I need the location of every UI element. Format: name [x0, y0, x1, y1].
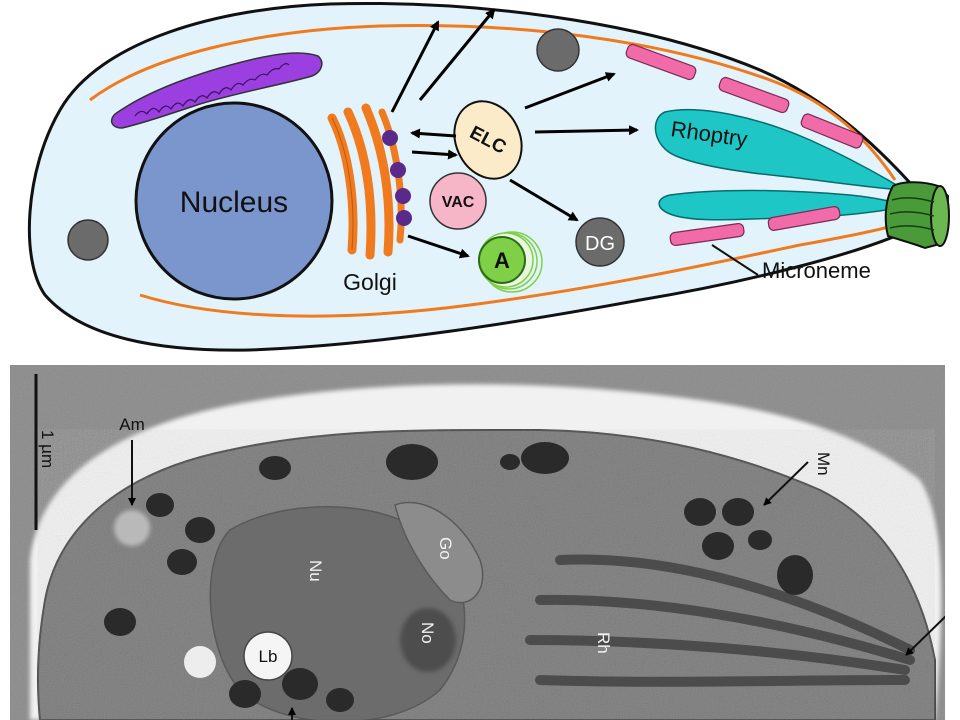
dg-label: DG — [585, 233, 615, 255]
golgi-vesicles — [382, 130, 412, 226]
em-lipid-body-2 — [184, 646, 216, 678]
nucleus-label: Nucleus — [180, 186, 288, 219]
em-label-lb: Lb — [259, 647, 278, 666]
er-squiggle — [134, 63, 290, 117]
schematic-diagram: Nucleus Golgi ELC VAC — [27, 2, 950, 352]
electron-micrograph: Am Mn Nu Go No Rh Lb 1 µm — [10, 365, 945, 720]
em-apical-arrow — [905, 615, 945, 656]
apicoplast — [478, 231, 543, 293]
em-lipid-body — [243, 631, 293, 681]
rhoptry-upper — [654, 109, 906, 191]
em-label-go: Go — [436, 537, 455, 560]
golgi-label: Golgi — [343, 269, 397, 295]
em-amylopectin — [114, 510, 150, 546]
em-label-no: No — [418, 622, 437, 644]
em-rhoptries — [525, 554, 915, 687]
rhoptry-lower — [658, 189, 909, 221]
microneme-label: Microneme — [762, 258, 871, 283]
micronemes — [625, 43, 864, 247]
trafficking-arrows — [390, 8, 639, 259]
em-golgi — [394, 501, 484, 604]
em-dense-granules — [104, 442, 813, 712]
em-label-mn: Mn — [814, 452, 833, 476]
elc-compartment — [453, 100, 523, 180]
conoid — [884, 181, 950, 250]
em-label-rh: Rh — [594, 632, 613, 654]
dense-granule-left — [67, 219, 109, 261]
scale-bar-label: 1 µm — [38, 430, 57, 468]
vac-compartment — [429, 172, 487, 230]
em-label-nu: Nu — [306, 560, 325, 582]
nucleus — [134, 101, 334, 301]
em-label-am: Am — [119, 415, 145, 434]
inner-membrane-top — [89, 23, 897, 181]
golgi-stack — [327, 103, 405, 260]
vac-label: VAC — [442, 194, 475, 211]
em-nucleolus — [400, 608, 456, 672]
apicoplast-label: A — [494, 248, 510, 273]
dense-granule-dg — [575, 217, 625, 267]
dense-granule-top — [536, 28, 580, 72]
microneme-pointer — [711, 244, 759, 276]
inner-membrane-bottom — [139, 223, 896, 318]
